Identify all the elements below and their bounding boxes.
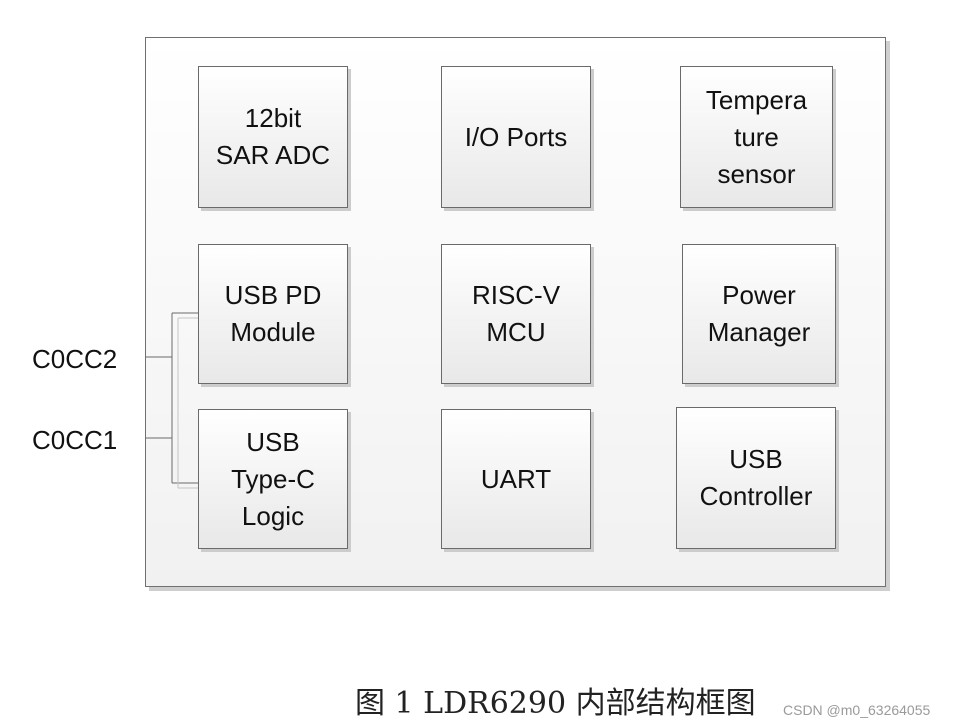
pin-label-cc2: C0CC2	[32, 344, 118, 374]
block-temp-line1: Tempera	[705, 84, 808, 115]
block-risc-v-line2: MCU	[486, 317, 546, 347]
block-usb-pd-line1: USB PD	[224, 280, 322, 310]
block-usb-controller-line1: USB	[729, 444, 783, 474]
block-temperature-sensor: Tempera ture sensor	[680, 66, 833, 208]
csdn-watermark: CSDN @m0_63264055	[783, 702, 931, 718]
block-power-line2: Manager	[707, 317, 811, 347]
block-type-c-line3: Logic	[241, 500, 305, 531]
block-usb-controller-line2: Controller	[699, 481, 813, 511]
block-power-manager: Power Manager	[682, 244, 836, 384]
block-uart-line1: UART	[480, 463, 552, 494]
block-io-ports: I/O Ports	[441, 66, 591, 208]
block-usb-pd-line2: Module	[230, 317, 316, 347]
block-adc-line1: 12bit	[244, 103, 302, 133]
block-adc-line2: SAR ADC	[215, 140, 331, 170]
block-risc-v-mcu: RISC-V MCU	[441, 244, 591, 384]
block-type-c-line2: Type-C	[231, 463, 315, 494]
pin-label-cc1: C0CC1	[32, 425, 118, 455]
block-usb-controller: USB Controller	[676, 407, 836, 549]
block-risc-v-line1: RISC-V	[471, 280, 561, 310]
block-usb-type-c-logic: USB Type-C Logic	[198, 409, 348, 549]
block-power-line1: Power	[722, 280, 796, 310]
block-io-ports-line1: I/O Ports	[464, 121, 568, 152]
block-usb-pd-module: USB PD Module	[198, 244, 348, 384]
block-temp-line2: ture	[734, 121, 779, 152]
block-type-c-line1: USB	[246, 426, 300, 457]
figure-caption: 图 1 LDR6290 内部结构框图	[355, 686, 756, 721]
block-temp-line3: sensor	[717, 158, 796, 189]
block-adc: 12bit SAR ADC	[198, 66, 348, 208]
block-uart: UART	[441, 409, 591, 549]
